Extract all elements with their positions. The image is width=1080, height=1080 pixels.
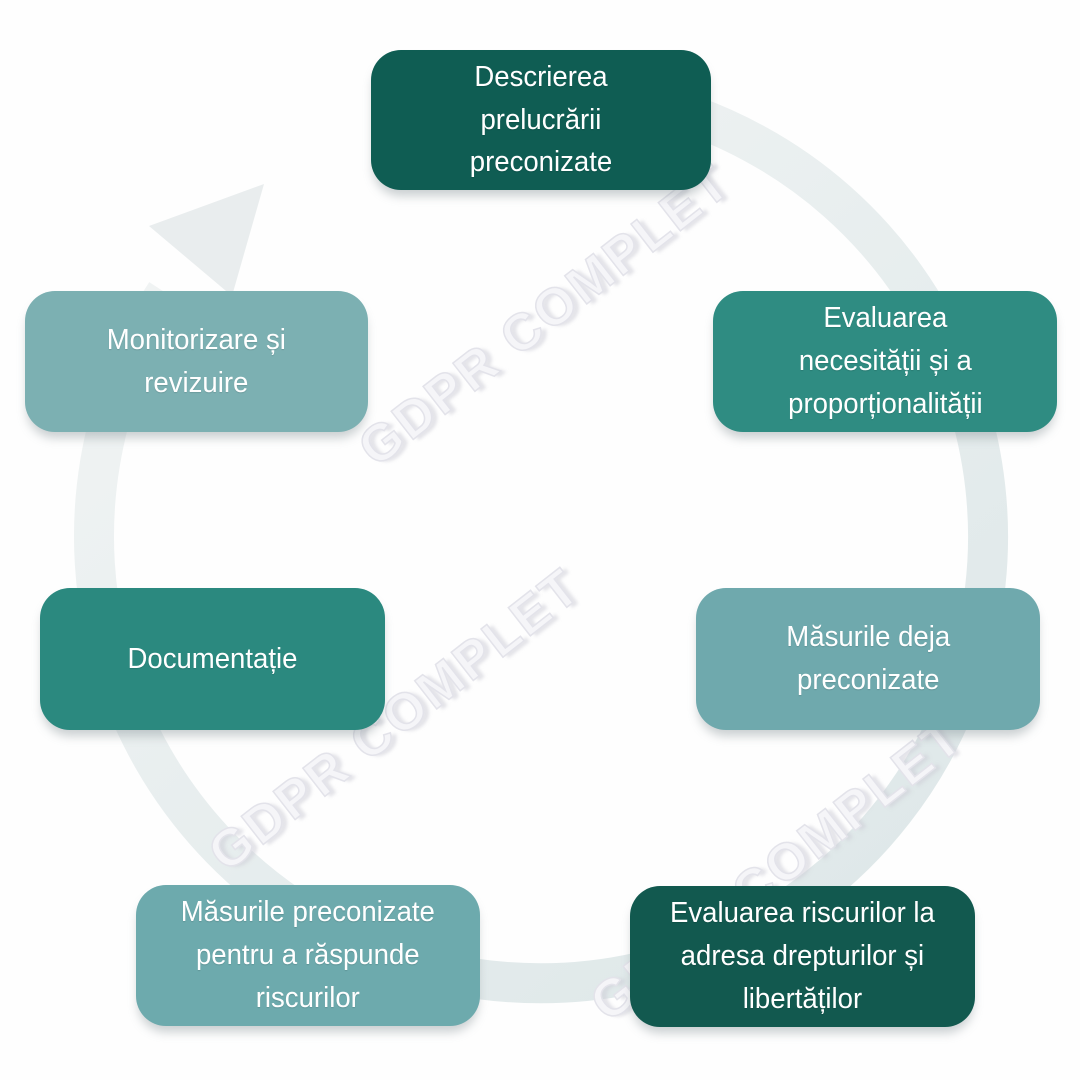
step-label: Evaluarea necesității și a proporționali…	[787, 302, 983, 420]
step-evaluarea-necesitatii: Evaluarea necesității și a proporționali…	[713, 291, 1057, 432]
step-evaluarea-riscurilor: Evaluarea riscurilor la adresa drepturil…	[630, 886, 975, 1027]
step-label: Măsurile preconizate pentru a răspunde r…	[180, 896, 436, 1014]
step-label: Evaluarea riscurilor la adresa drepturil…	[670, 897, 935, 1015]
step-descrierea-prelucrarii: Descrierea prelucrării preconizate	[371, 50, 711, 190]
step-label: Monitorizare și revizuire	[106, 323, 287, 399]
step-masurile-preconizate-riscuri: Măsurile preconizate pentru a răspunde r…	[136, 885, 480, 1026]
cycle-arrow-head-icon	[149, 184, 264, 296]
step-label: Documentație	[127, 642, 298, 675]
step-masurile-deja-preconizate: Măsurile deja preconizate	[696, 588, 1040, 730]
step-monitorizare-revizuire: Monitorizare și revizuire	[25, 291, 368, 432]
step-label: Măsurile deja preconizate	[786, 621, 950, 696]
step-label: Descrierea prelucrării preconizate	[469, 60, 613, 179]
step-documentatie: Documentație	[40, 588, 385, 730]
